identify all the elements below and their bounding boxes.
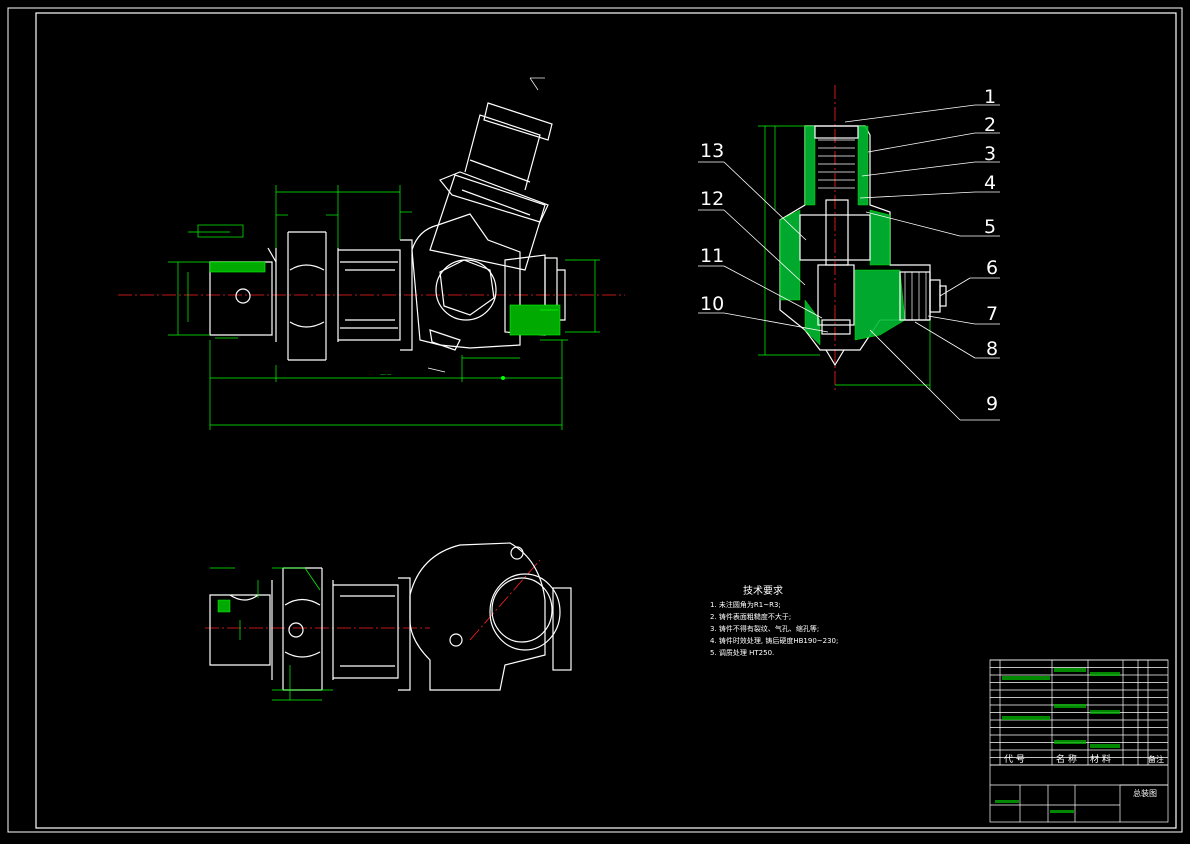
balloon-12: 12 — [700, 188, 724, 210]
tech-req-title: 技术要求 — [743, 584, 783, 597]
part-balloons: 1 2 3 4 5 6 7 8 9 10 11 13 12 — [700, 86, 998, 415]
inner-border — [35, 12, 1177, 829]
drawing-name: 总装图 — [1133, 788, 1157, 798]
balloon-5: 5 — [984, 216, 996, 238]
balloon-7: 7 — [986, 303, 998, 325]
balloon-11: 11 — [700, 245, 724, 267]
plan-view — [205, 542, 572, 701]
tech-req-item-4: 4. 铸件时效处理, 铸后硬度HB190~230; — [710, 636, 838, 645]
svg-text:—·—: —·— — [380, 372, 392, 378]
header-code: 代 号 — [1004, 754, 1025, 765]
header-material: 材 料 — [1090, 753, 1111, 765]
front-view: —·— — [118, 77, 625, 430]
balloon-6: 6 — [986, 257, 998, 279]
balloon-8: 8 — [986, 338, 998, 360]
balloon-13: 13 — [700, 140, 724, 162]
balloon-4: 4 — [984, 172, 996, 194]
balloon-2: 2 — [984, 114, 996, 136]
balloon-10: 10 — [700, 293, 724, 315]
tech-req-item-3: 3. 铸件不得有裂纹、气孔、缩孔等; — [710, 624, 819, 633]
header-name: 名 称 — [1056, 753, 1077, 765]
technical-requirements: 技术要求 1. 未注圆角为R1~R3; 2. 铸件表面粗糙度不大于; 3. 铸件… — [710, 584, 838, 657]
title-block — [989, 659, 1169, 823]
balloon-3: 3 — [984, 143, 996, 165]
outer-border — [7, 7, 1183, 833]
tech-req-item-2: 2. 铸件表面粗糙度不大于; — [710, 612, 791, 621]
tech-req-item-5: 5. 调质处理 HT250. — [710, 648, 774, 657]
section-view — [698, 85, 1000, 421]
title-block-text: 代 号 名 称 材 料 备注 总装图 — [1004, 753, 1164, 798]
header-note: 备注 — [1148, 754, 1164, 764]
balloon-9: 9 — [986, 393, 998, 415]
balloon-1: 1 — [984, 86, 996, 108]
tech-req-item-1: 1. 未注圆角为R1~R3; — [710, 600, 781, 609]
